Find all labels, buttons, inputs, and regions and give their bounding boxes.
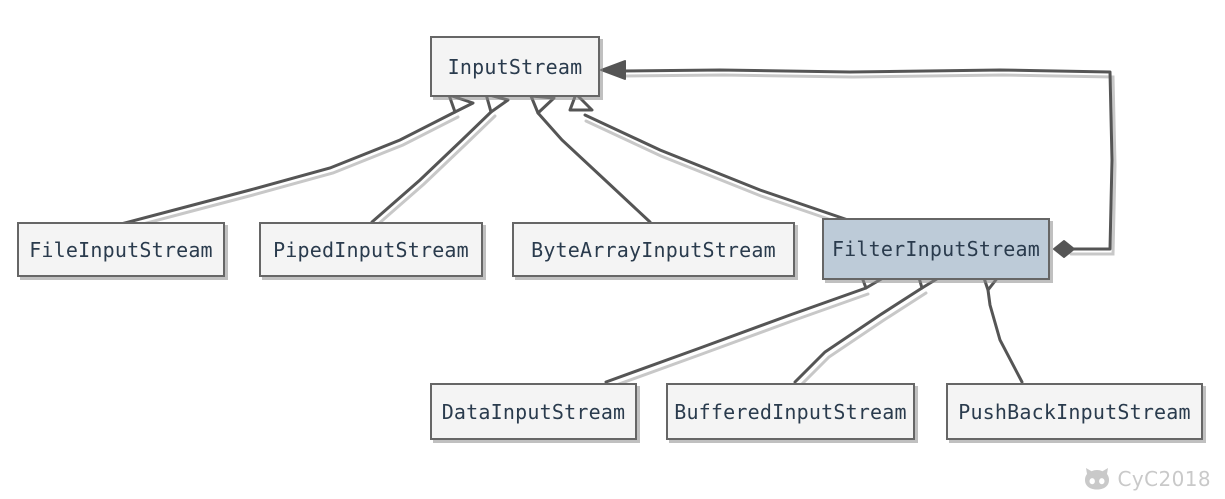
edge-buffered-to-filter (793, 269, 942, 389)
watermark: CyC2018 (1083, 467, 1211, 491)
edge-pushback-to-filter (980, 270, 1024, 384)
node-label: DataInputStream (441, 399, 626, 424)
edge-piped-to-input (370, 92, 510, 228)
node-label: ByteArrayInputStream (531, 237, 776, 262)
node-file-input-stream[interactable]: FileInputStream (17, 222, 225, 277)
node-label: PipedInputStream (273, 237, 469, 262)
node-label: BufferedInputStream (674, 399, 907, 424)
node-label: FileInputStream (29, 237, 213, 262)
node-label: FilterInputStream (831, 237, 1041, 261)
node-label: InputStream (447, 54, 583, 79)
edge-data-to-filter (604, 270, 885, 390)
node-push-back-input-stream[interactable]: PushBackInputStream (946, 383, 1203, 440)
node-data-input-stream[interactable]: DataInputStream (430, 383, 637, 440)
octocat-icon (1084, 468, 1109, 490)
node-filter-input-stream[interactable]: FilterInputStream (822, 218, 1050, 280)
composition-diamond (1053, 240, 1075, 258)
edge-filter-to-input (568, 92, 851, 228)
composition-arrowhead (600, 60, 626, 80)
watermark-text: CyC2018 (1117, 467, 1211, 491)
node-piped-input-stream[interactable]: PipedInputStream (259, 222, 483, 277)
edge-bytearray-to-input (529, 94, 652, 224)
edge-file-to-input (119, 93, 475, 231)
node-label: PushBackInputStream (958, 399, 1191, 424)
node-byte-array-input-stream[interactable]: ByteArrayInputStream (512, 222, 795, 277)
node-input-stream[interactable]: InputStream (430, 36, 600, 97)
node-buffered-input-stream[interactable]: BufferedInputStream (666, 383, 915, 440)
